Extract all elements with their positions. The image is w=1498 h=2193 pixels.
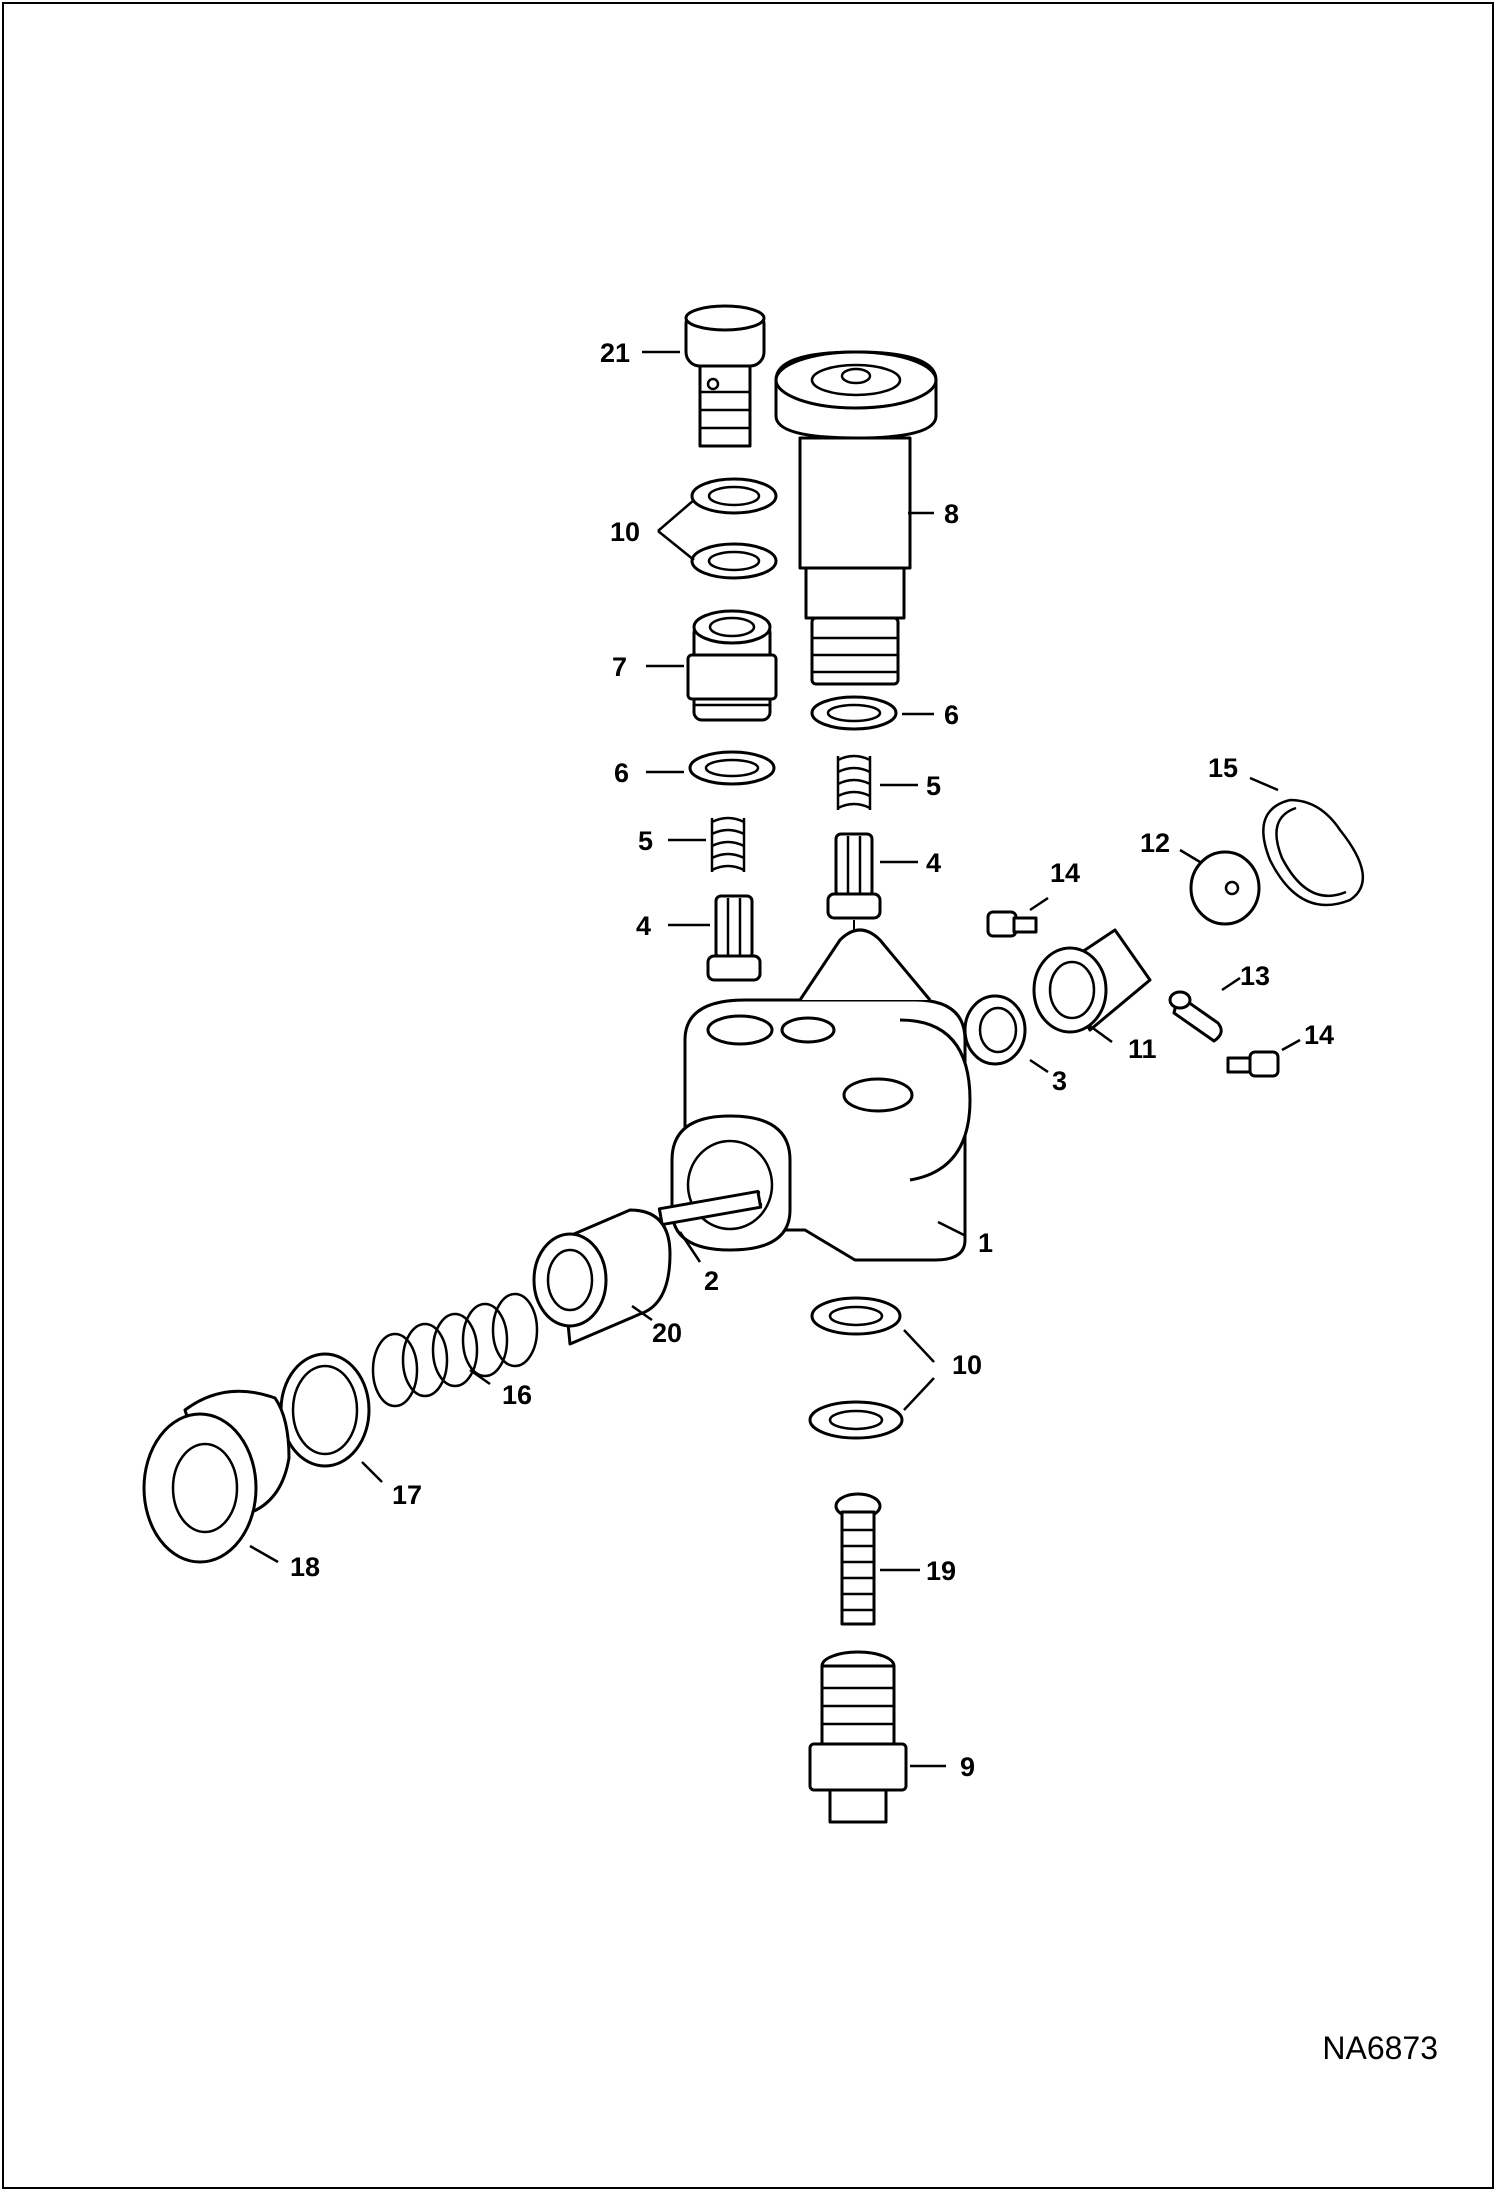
part-9-fitting bbox=[808, 1650, 908, 1824]
callout-12: 12 bbox=[1140, 828, 1170, 858]
part-4-valve-left bbox=[706, 894, 762, 982]
callout-2: 2 bbox=[704, 1266, 719, 1296]
part-13-pin bbox=[1168, 990, 1223, 1043]
figure-id: NA6873 bbox=[1322, 2030, 1438, 2066]
part-10-gaskets-upper bbox=[690, 477, 778, 580]
callout-14-upper: 14 bbox=[1050, 858, 1080, 888]
callout-4-right: 4 bbox=[926, 848, 941, 878]
callout-20: 20 bbox=[652, 1318, 682, 1348]
part-11-tappet bbox=[1032, 928, 1152, 1034]
callout-16: 16 bbox=[502, 1380, 532, 1410]
part-12-roller bbox=[1189, 850, 1261, 926]
callout-labels: 21 10 8 7 6 6 5 5 4 4 15 12 14 13 14 3 1… bbox=[290, 338, 1334, 1782]
part-14-screw-upper bbox=[986, 910, 1038, 938]
part-21-cap-plug bbox=[684, 304, 766, 448]
callout-7: 7 bbox=[612, 652, 627, 682]
callout-19: 19 bbox=[926, 1556, 956, 1586]
callout-9: 9 bbox=[960, 1752, 975, 1782]
part-17-gasket bbox=[279, 1352, 371, 1468]
part-19-filter-screen bbox=[834, 1492, 882, 1626]
callout-17: 17 bbox=[392, 1480, 422, 1510]
callout-15: 15 bbox=[1208, 753, 1238, 783]
callout-10-upper: 10 bbox=[610, 517, 640, 547]
callout-5-left: 5 bbox=[638, 826, 653, 856]
part-10-gaskets-lower bbox=[808, 1296, 904, 1440]
part-6-washer-right bbox=[810, 695, 898, 731]
leader-lines bbox=[249, 350, 1301, 1768]
callout-14-lower: 14 bbox=[1304, 1020, 1334, 1050]
part-3-oil-seal bbox=[963, 994, 1027, 1066]
part-15-snap-ring bbox=[1262, 798, 1365, 907]
part-14-screw-lower bbox=[1226, 1050, 1280, 1078]
callout-13: 13 bbox=[1240, 961, 1270, 991]
part-20-sleeve bbox=[532, 1208, 672, 1346]
part-16-spring bbox=[371, 1292, 539, 1408]
callout-8: 8 bbox=[944, 499, 959, 529]
callout-10-lower: 10 bbox=[952, 1350, 982, 1380]
part-4-valve-right bbox=[826, 832, 882, 920]
callout-4-left: 4 bbox=[636, 911, 651, 941]
callout-18: 18 bbox=[290, 1552, 320, 1582]
callout-21: 21 bbox=[600, 338, 630, 368]
callout-5-right: 5 bbox=[926, 771, 941, 801]
part-8-priming-pump bbox=[774, 350, 938, 686]
callout-6-left: 6 bbox=[614, 758, 629, 788]
part-7-valve-holder bbox=[686, 609, 778, 722]
callout-1: 1 bbox=[978, 1228, 993, 1258]
part-2-shaft bbox=[657, 1189, 763, 1227]
callout-11: 11 bbox=[1128, 1034, 1157, 1064]
part-6-washer-left bbox=[688, 750, 776, 786]
part-5-spring-right bbox=[836, 754, 872, 810]
callout-6-right: 6 bbox=[944, 700, 959, 730]
callout-3: 3 bbox=[1052, 1066, 1067, 1096]
part-18-plug bbox=[142, 1389, 291, 1564]
part-5-spring-left bbox=[710, 816, 746, 872]
